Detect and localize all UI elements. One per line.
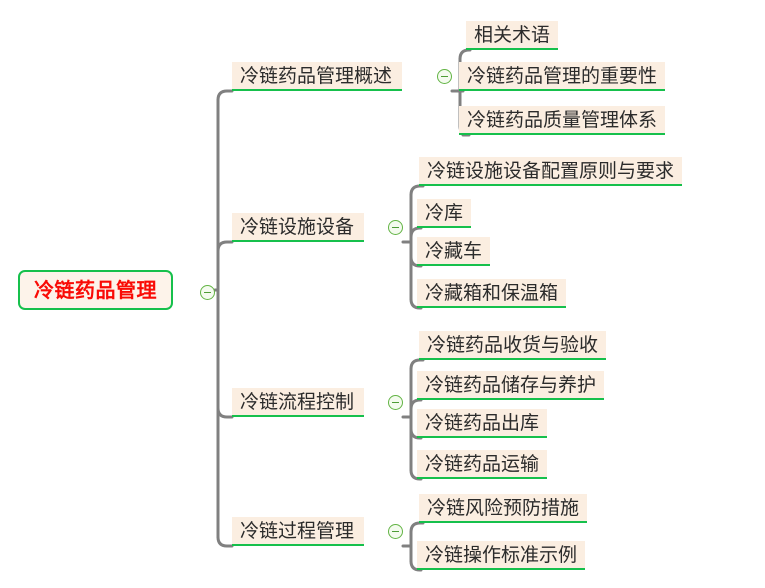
leaf-node-4-2[interactable]: 冷链操作标准示例 bbox=[417, 541, 586, 570]
leaf-node-2-1[interactable]: 冷链设施设备配置原则与要求 bbox=[419, 157, 683, 186]
leaf-node-4-2-label: 冷链操作标准示例 bbox=[425, 543, 578, 566]
leaf-node-1-2-label: 冷链药品管理的重要性 bbox=[467, 64, 658, 87]
leaf-node-3-1[interactable]: 冷链药品收货与验收 bbox=[419, 331, 607, 360]
branch-node-3[interactable]: 冷链流程控制 bbox=[232, 388, 365, 417]
branch-3-collapse-minus-circle-icon[interactable] bbox=[388, 395, 403, 410]
root-node[interactable]: 冷链药品管理 bbox=[18, 270, 173, 310]
leaf-node-4-1[interactable]: 冷链风险预防措施 bbox=[419, 494, 588, 523]
branch-node-4-label: 冷链过程管理 bbox=[240, 519, 355, 542]
branch-node-1[interactable]: 冷链药品管理概述 bbox=[232, 62, 403, 91]
leaf-node-2-2-label: 冷库 bbox=[425, 201, 464, 224]
leaf-node-3-2-label: 冷链药品储存与养护 bbox=[425, 373, 597, 396]
leaf-node-2-3[interactable]: 冷藏车 bbox=[417, 237, 491, 266]
branch-node-1-label: 冷链药品管理概述 bbox=[240, 64, 393, 87]
leaf-node-3-3-label: 冷链药品出库 bbox=[425, 411, 540, 434]
leaf-node-2-1-label: 冷链设施设备配置原则与要求 bbox=[427, 159, 675, 182]
root-node-label: 冷链药品管理 bbox=[34, 278, 157, 302]
leaf-node-2-2[interactable]: 冷库 bbox=[417, 199, 472, 228]
leaf-node-2-4-label: 冷藏箱和保温箱 bbox=[425, 281, 559, 304]
leaf-node-1-1-label: 相关术语 bbox=[474, 23, 551, 46]
leaf-node-3-3[interactable]: 冷链药品出库 bbox=[417, 409, 548, 438]
leaf-node-3-4[interactable]: 冷链药品运输 bbox=[417, 450, 548, 479]
branch-node-4[interactable]: 冷链过程管理 bbox=[232, 517, 365, 546]
leaf-node-2-4[interactable]: 冷藏箱和保温箱 bbox=[417, 279, 567, 308]
leaf-node-4-1-label: 冷链风险预防措施 bbox=[427, 496, 580, 519]
leaf-node-1-3-label: 冷链药品质量管理体系 bbox=[467, 108, 658, 131]
root-collapse-minus-circle-icon[interactable] bbox=[200, 285, 215, 300]
leaf-node-1-3[interactable]: 冷链药品质量管理体系 bbox=[459, 106, 666, 135]
branch-node-2[interactable]: 冷链设施设备 bbox=[232, 213, 365, 242]
leaf-node-1-2[interactable]: 冷链药品管理的重要性 bbox=[459, 62, 666, 91]
branch-4-collapse-minus-circle-icon[interactable] bbox=[388, 524, 403, 539]
leaf-node-3-1-label: 冷链药品收货与验收 bbox=[427, 333, 599, 356]
leaf-node-2-3-label: 冷藏车 bbox=[425, 239, 483, 262]
leaf-node-3-2[interactable]: 冷链药品储存与养护 bbox=[417, 371, 605, 400]
branch-2-collapse-minus-circle-icon[interactable] bbox=[388, 220, 403, 235]
branch-1-collapse-minus-circle-icon[interactable] bbox=[437, 69, 452, 84]
branch-node-3-label: 冷链流程控制 bbox=[240, 390, 355, 413]
branch-node-2-label: 冷链设施设备 bbox=[240, 215, 355, 238]
leaf-node-1-1[interactable]: 相关术语 bbox=[466, 21, 559, 50]
leaf-node-3-4-label: 冷链药品运输 bbox=[425, 452, 540, 475]
